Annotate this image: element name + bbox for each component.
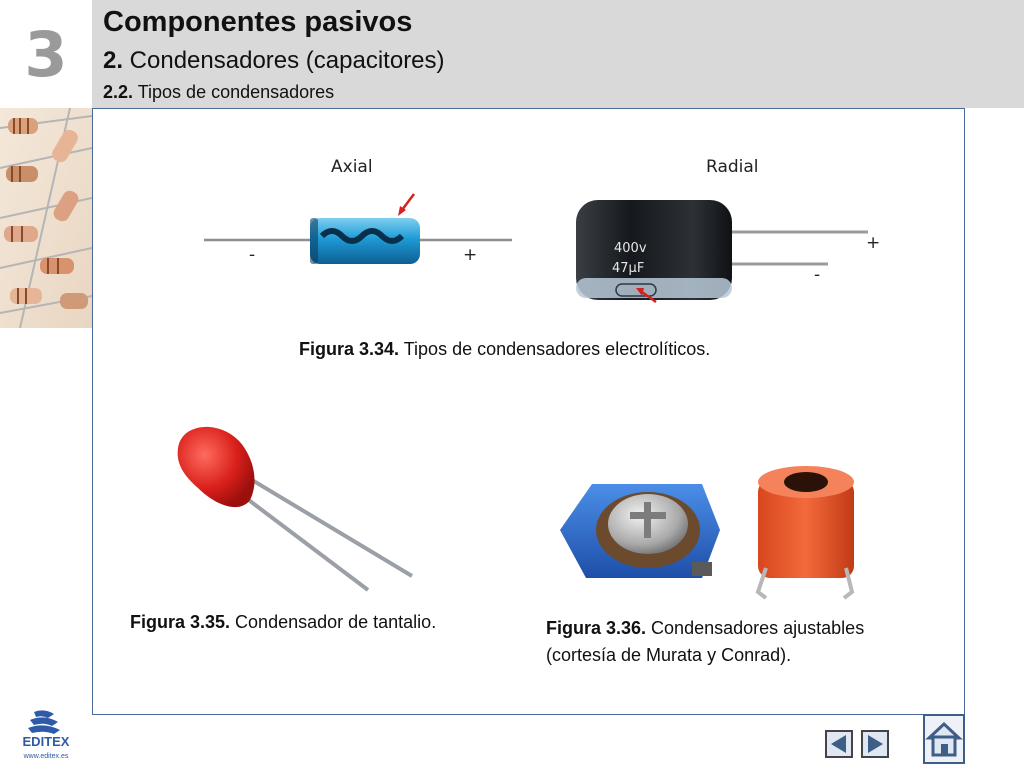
subsection-subtitle: 2.2. Tipos de condensadores xyxy=(103,82,334,103)
trimmer-capacitors-image xyxy=(560,466,855,600)
axial-plus-sign: + xyxy=(463,245,478,265)
subtitle-text: Condensadores (capacitores) xyxy=(123,47,445,74)
triangle-right-icon xyxy=(868,735,883,753)
figure-3-34-text: Tipos de condensadores electrolíticos. xyxy=(399,339,711,359)
content-frame xyxy=(92,108,965,715)
figure-3-36-number: Figura 3.36. xyxy=(546,618,647,638)
radial-label: Radial xyxy=(706,157,759,177)
page-title: Componentes pasivos xyxy=(103,6,413,38)
section-subtitle: 2. Condensadores (capacitores) xyxy=(103,47,445,75)
figure-3-35-number: Figura 3.35. xyxy=(130,612,231,632)
figure-3-35-text: Condensador de tantalio. xyxy=(230,612,437,632)
axial-minus-sign: - xyxy=(249,245,256,265)
radial-plus-sign: + xyxy=(866,233,881,253)
header-bar xyxy=(92,0,1024,108)
home-button[interactable] xyxy=(923,714,965,764)
radial-minus-sign: - xyxy=(814,265,821,285)
figure-3-35-caption: Figura 3.35. Condensador de tantalio. xyxy=(130,609,436,636)
chapter-number: 3 xyxy=(24,17,68,91)
radial-capacitance-text: 47µF xyxy=(612,261,644,276)
radial-capacitor-image: 400v 47µF xyxy=(576,200,868,304)
subsubtitle-text: Tipos de condensadores xyxy=(133,82,335,102)
figure-3-34-number: Figura 3.34. xyxy=(299,339,400,359)
next-slide-button[interactable] xyxy=(861,730,889,758)
editex-logo-url: www.editex.es xyxy=(23,753,69,760)
figure-3-36-text: Condensadores ajustables xyxy=(646,618,865,638)
subtitle-number: 2. xyxy=(103,47,124,74)
previous-slide-button[interactable] xyxy=(825,730,853,758)
figure-3-34-caption: Figura 3.34. Tipos de condensadores elec… xyxy=(299,336,710,363)
figure-3-36-caption: Figura 3.36. Condensadores ajustables (co… xyxy=(546,615,864,669)
tantalum-capacitor-image xyxy=(177,426,414,592)
figure-3-36-text-line2: (cortesía de Murata y Conrad). xyxy=(546,645,792,665)
editex-logo-name: EDITEX xyxy=(23,734,70,749)
decorative-components-photo xyxy=(0,108,92,328)
triangle-left-icon xyxy=(831,735,846,753)
axial-label: Axial xyxy=(331,157,373,177)
editex-logo: EDITEX www.editex.es xyxy=(14,708,78,764)
radial-voltage-text: 400v xyxy=(614,241,647,256)
subsubtitle-number: 2.2. xyxy=(103,82,134,102)
home-icon xyxy=(925,721,963,757)
axial-capacitor-image xyxy=(204,193,512,264)
